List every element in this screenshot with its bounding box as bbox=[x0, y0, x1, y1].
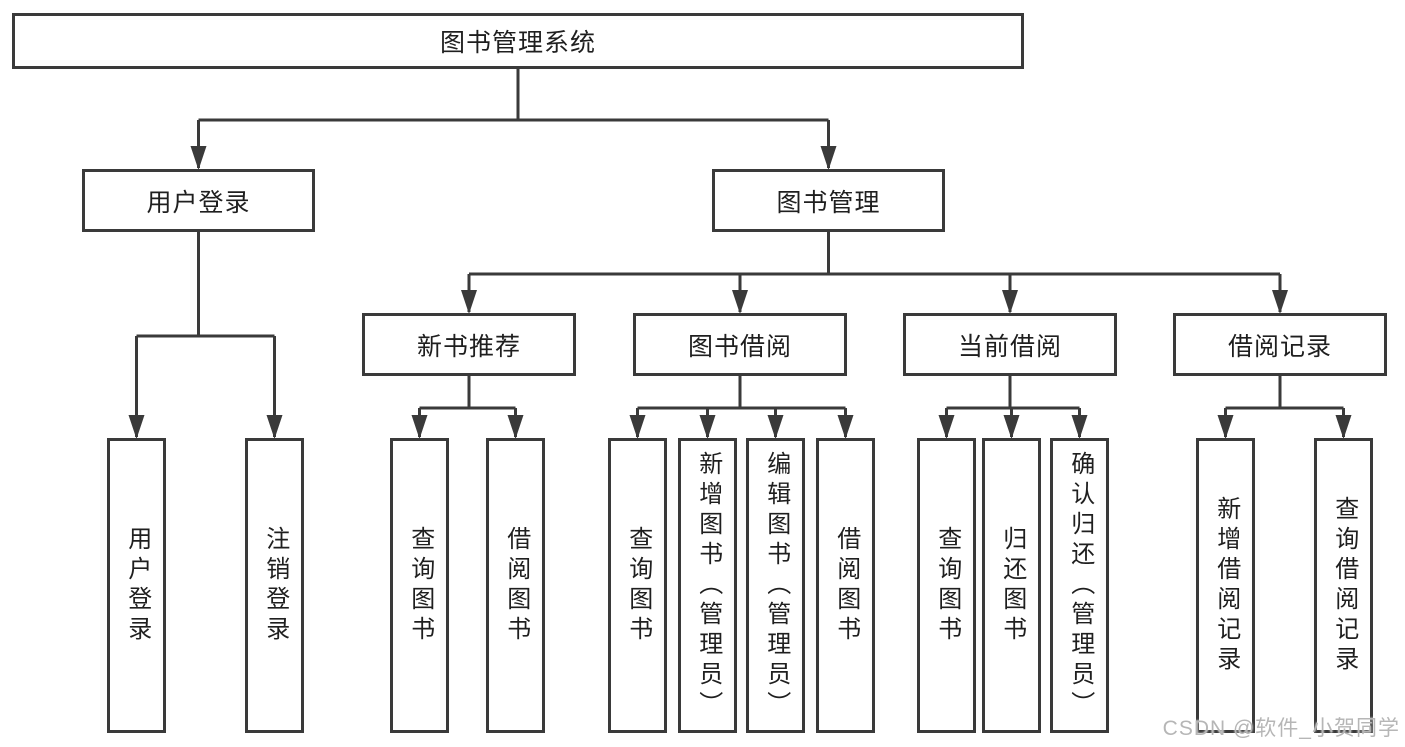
node-leaf-return-book: 归还图书 bbox=[982, 438, 1041, 733]
node-book-borrow-label: 图书借阅 bbox=[687, 332, 792, 361]
node-leaf-edit-book-admin: 编辑图书（管理员） bbox=[746, 438, 805, 733]
node-leaf-user-login: 用户登录 bbox=[107, 438, 166, 733]
node-new-book-recommend-label: 新书推荐 bbox=[416, 332, 521, 361]
node-leaf-query-borrow-record: 查询借阅记录 bbox=[1314, 438, 1373, 733]
node-book-management-label: 图书管理 bbox=[776, 188, 881, 217]
node-leaf-confirm-return-admin-label: 确认归还（管理员） bbox=[1066, 450, 1094, 721]
node-leaf-return-book-label: 归还图书 bbox=[998, 525, 1026, 646]
node-leaf-user-login-label: 用户登录 bbox=[123, 525, 151, 646]
node-current-borrow: 当前借阅 bbox=[903, 313, 1117, 376]
node-leaf-logout-label: 注销登录 bbox=[261, 525, 289, 646]
node-leaf-recommend-query-book-label: 查询图书 bbox=[406, 525, 434, 646]
node-user-login: 用户登录 bbox=[82, 169, 315, 232]
node-current-borrow-label: 当前借阅 bbox=[957, 332, 1062, 361]
node-leaf-query-borrow-record-label: 查询借阅记录 bbox=[1330, 495, 1358, 676]
node-root-system-label: 图书管理系统 bbox=[439, 29, 596, 57]
node-leaf-edit-book-admin-label: 编辑图书（管理员） bbox=[762, 450, 790, 721]
node-leaf-add-book-admin: 新增图书（管理员） bbox=[678, 438, 737, 733]
node-leaf-borrow-book: 借阅图书 bbox=[816, 438, 875, 733]
node-leaf-recommend-borrow-book: 借阅图书 bbox=[486, 438, 545, 733]
node-leaf-current-query-book-label: 查询图书 bbox=[933, 525, 961, 646]
node-leaf-recommend-query-book: 查询图书 bbox=[390, 438, 449, 733]
node-borrow-records: 借阅记录 bbox=[1173, 313, 1387, 376]
node-leaf-current-query-book: 查询图书 bbox=[917, 438, 976, 733]
node-leaf-borrow-query-book-label: 查询图书 bbox=[624, 525, 652, 646]
node-root-system: 图书管理系统 bbox=[12, 13, 1024, 69]
node-new-book-recommend: 新书推荐 bbox=[362, 313, 576, 376]
node-leaf-borrow-book-label: 借阅图书 bbox=[832, 525, 860, 646]
node-borrow-records-label: 借阅记录 bbox=[1227, 332, 1332, 361]
csdn-watermark: CSDN @软件_小贺同学 bbox=[1162, 717, 1400, 740]
node-leaf-borrow-query-book: 查询图书 bbox=[608, 438, 667, 733]
node-leaf-logout: 注销登录 bbox=[245, 438, 304, 733]
node-book-management: 图书管理 bbox=[712, 169, 945, 232]
node-leaf-add-book-admin-label: 新增图书（管理员） bbox=[694, 450, 722, 721]
node-user-login-label: 用户登录 bbox=[146, 188, 251, 217]
node-leaf-confirm-return-admin: 确认归还（管理员） bbox=[1050, 438, 1109, 733]
node-leaf-recommend-borrow-book-label: 借阅图书 bbox=[502, 525, 530, 646]
node-leaf-add-borrow-record: 新增借阅记录 bbox=[1196, 438, 1255, 733]
node-leaf-add-borrow-record-label: 新增借阅记录 bbox=[1212, 495, 1240, 676]
node-book-borrow: 图书借阅 bbox=[633, 313, 847, 376]
